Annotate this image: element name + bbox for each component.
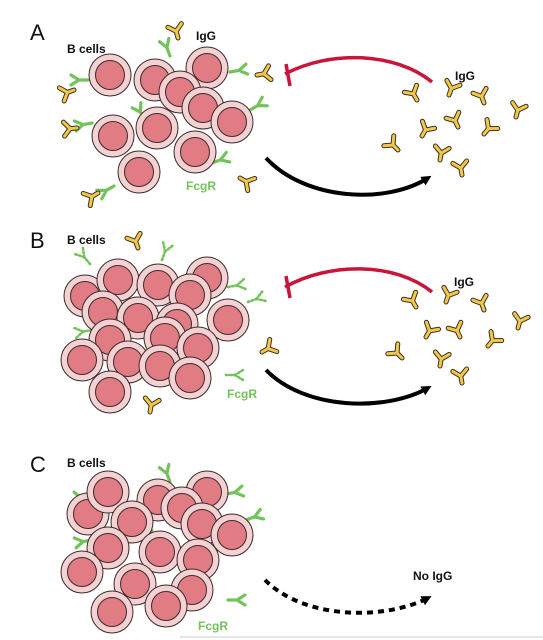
b-cell xyxy=(210,100,254,144)
panel-b-letter: B xyxy=(30,228,45,253)
production-arrow xyxy=(264,156,432,197)
igg-icon xyxy=(453,161,469,176)
inhibition-arrow xyxy=(284,55,434,84)
fcgr-icon xyxy=(227,62,250,79)
igg-icon xyxy=(453,369,469,384)
b-cell xyxy=(173,130,217,174)
igg-icon xyxy=(384,136,403,155)
igg-icon xyxy=(439,287,457,304)
igg-icon xyxy=(404,85,423,103)
panel-c-bcells-label: B cells xyxy=(67,456,106,470)
panel-c-fcgr-label: FcgR xyxy=(198,619,228,633)
igg-icon xyxy=(446,112,464,130)
b-cell xyxy=(91,114,135,158)
igg-icon xyxy=(433,352,449,367)
fcgr-icon xyxy=(226,593,247,607)
igg-icon xyxy=(59,83,76,101)
fcgr-dotted-icon xyxy=(73,246,96,269)
igg-icon xyxy=(168,24,185,40)
inhibition-bar xyxy=(284,63,292,87)
panel-c: C B cells No IgG FcgR xyxy=(30,452,452,634)
fcgr-dotted-icon xyxy=(156,241,174,264)
b-cell xyxy=(88,53,132,97)
igg-icon xyxy=(259,339,277,358)
panel-a: A B cells IgG IgG FcgR xyxy=(30,20,526,206)
panel-c-letter: C xyxy=(30,452,46,477)
inhibition-arrow xyxy=(284,267,434,294)
igg-icon xyxy=(256,66,271,82)
b-cell xyxy=(168,356,212,400)
b-cell xyxy=(60,550,104,594)
igg-icon xyxy=(388,344,407,363)
production-arrow xyxy=(264,368,432,406)
b-cell xyxy=(60,338,104,382)
igg-icon xyxy=(509,103,526,119)
igg-icon xyxy=(416,121,435,139)
b-cell xyxy=(90,590,134,634)
igg-icon xyxy=(63,121,77,136)
b-cell xyxy=(210,513,254,557)
fcgr-dotted-icon xyxy=(224,368,245,382)
igg-icon xyxy=(473,88,491,105)
fcgr-dotted-icon xyxy=(225,277,247,294)
igg-icon xyxy=(420,322,439,340)
b-cell xyxy=(88,370,132,414)
fcgr-dotted-icon xyxy=(244,290,267,308)
absent-production-arrow xyxy=(263,578,432,615)
igg-icon xyxy=(473,295,491,312)
b-cell xyxy=(117,150,161,194)
igg-icon xyxy=(143,398,159,413)
inhibition-bar xyxy=(284,275,292,299)
igg-icon xyxy=(403,292,422,310)
fcgr-icon xyxy=(95,180,119,201)
panel-a-fcgr-label: FcgR xyxy=(186,179,216,193)
igg-icon xyxy=(479,120,498,139)
panel-a-igg-right-label: IgG xyxy=(455,69,475,83)
panel-a-bcells xyxy=(88,46,254,194)
panel-a-igg-free xyxy=(384,80,526,176)
fcgr-icon xyxy=(157,36,177,60)
igg-icon xyxy=(237,172,255,191)
panel-b-bcells-label: B cells xyxy=(67,233,106,247)
fcgr-icon xyxy=(69,73,90,87)
igg-icon xyxy=(483,332,502,351)
panel-a-igg-top-label: IgG xyxy=(196,29,216,43)
igg-icon xyxy=(511,314,528,330)
panel-b-igg-free xyxy=(388,287,528,384)
igg-icon xyxy=(127,233,145,250)
panel-c-bcells xyxy=(60,470,254,634)
panel-b: B B cells IgG FcgR xyxy=(30,228,528,413)
igg-icon xyxy=(433,146,449,161)
panel-b-fcgr-label: FcgR xyxy=(227,387,257,401)
igg-icon xyxy=(448,322,466,340)
panel-c-no-igg-label: No IgG xyxy=(413,569,452,583)
panel-b-igg-right-label: IgG xyxy=(454,275,474,289)
panel-a-bcells-label: B cells xyxy=(67,42,106,56)
b-cell xyxy=(144,584,188,628)
panel-b-bcells xyxy=(60,256,250,414)
b-cell xyxy=(135,106,179,150)
panel-a-letter: A xyxy=(30,20,45,45)
